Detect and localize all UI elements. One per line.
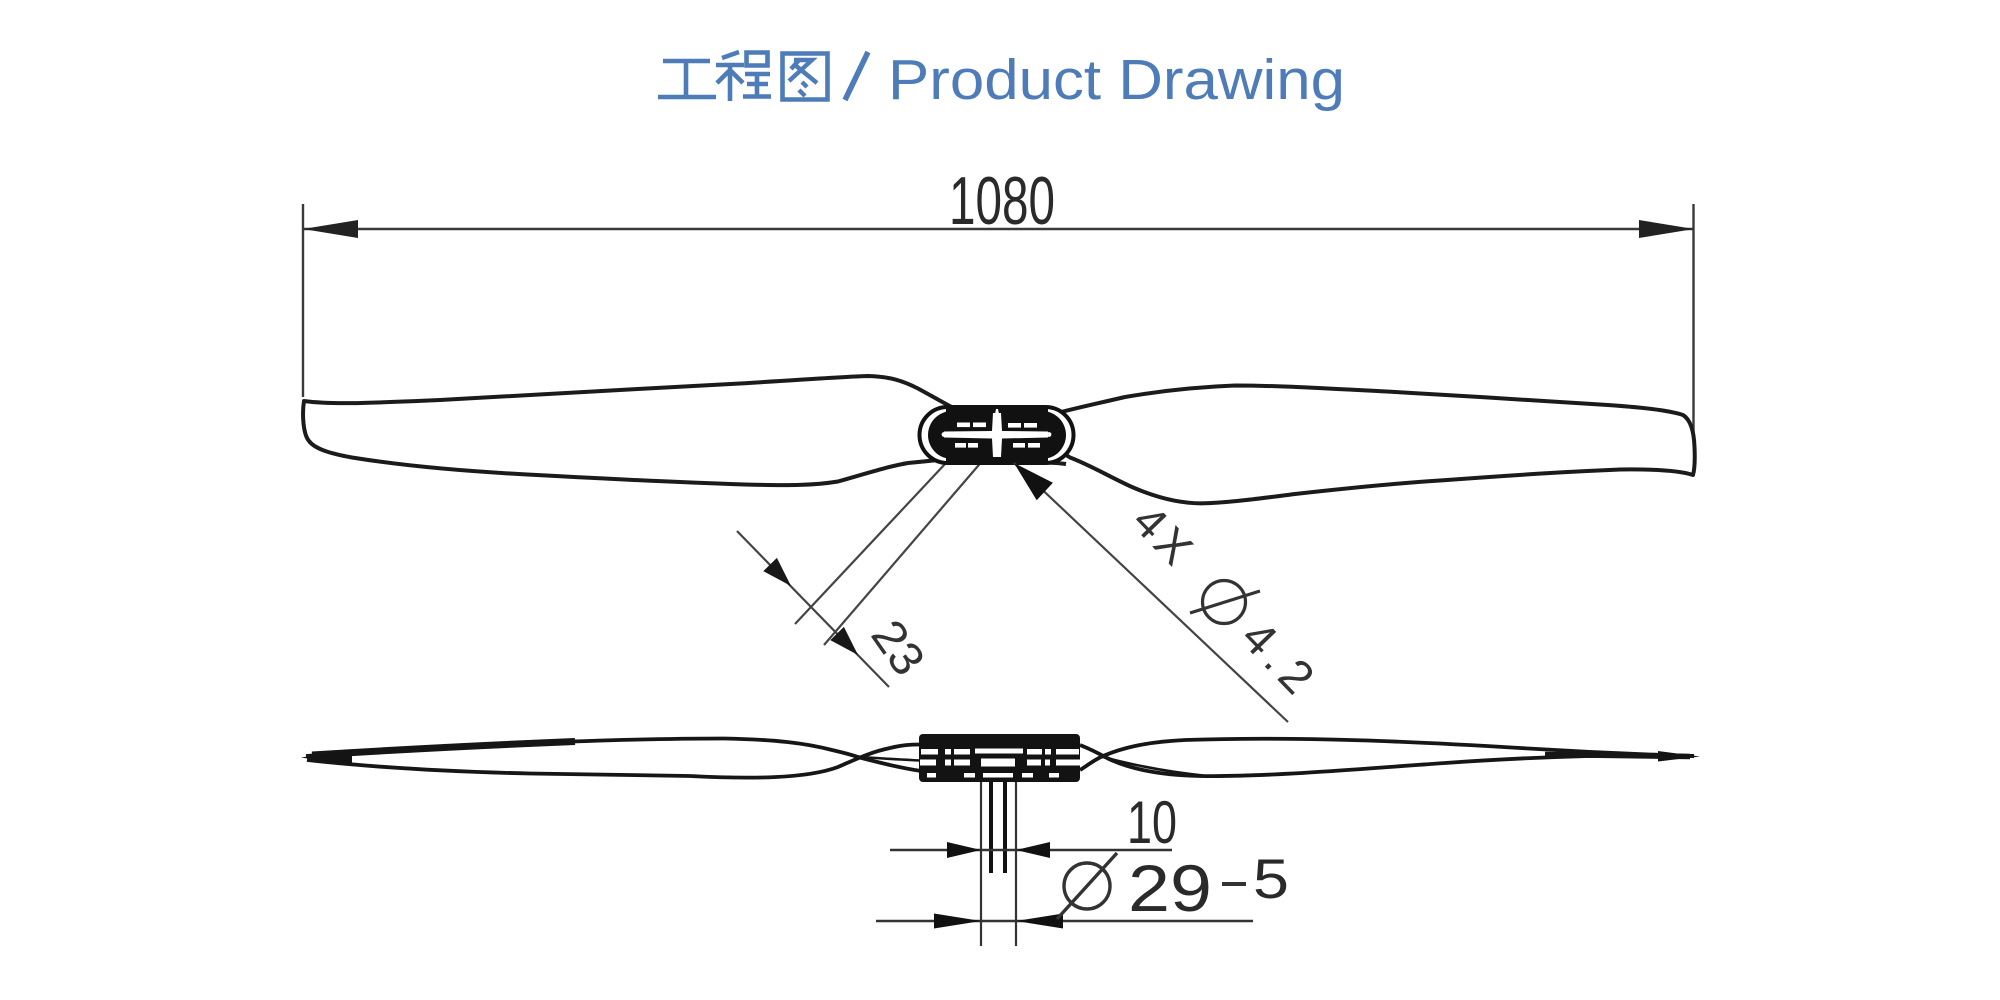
svg-text:29: 29 <box>1128 851 1212 925</box>
svg-text:4X: 4X <box>1123 494 1206 578</box>
svg-text:1080: 1080 <box>949 163 1055 239</box>
svg-text:4.2: 4.2 <box>1232 610 1330 709</box>
svg-text:10: 10 <box>1127 789 1177 856</box>
svg-text:23: 23 <box>861 610 935 685</box>
svg-text:5: 5 <box>1253 847 1289 910</box>
svg-text:Product Drawing: Product Drawing <box>888 48 1345 112</box>
